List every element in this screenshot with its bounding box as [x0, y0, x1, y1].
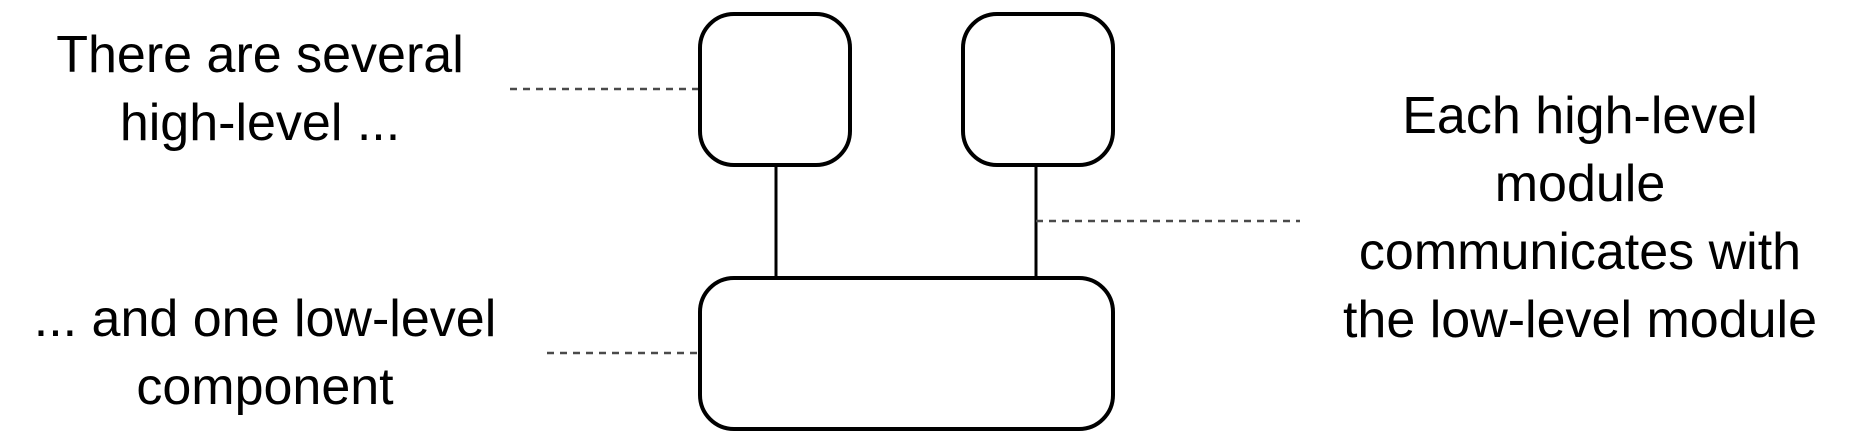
high-level-module-right: [961, 12, 1115, 167]
high-level-module-left: [698, 12, 852, 167]
annotation-communicates-line4: the low-level module: [1342, 291, 1818, 349]
annotation-high-level: There are several high-level ...: [20, 21, 500, 157]
annotation-communicates: Each high-level module communicates with…: [1300, 82, 1860, 354]
annotation-high-level-line1: There are several: [56, 26, 464, 84]
annotation-communicates-line3: communicates with: [1358, 223, 1802, 281]
annotation-communicates-line1: Each high-level: [1402, 87, 1758, 145]
annotation-low-level: ... and one low-level component: [0, 285, 530, 421]
low-level-module: [698, 276, 1115, 431]
annotation-communicates-line2: module: [1494, 155, 1666, 213]
annotation-low-level-line2: component: [136, 358, 394, 416]
annotation-high-level-line2: high-level ...: [119, 94, 401, 152]
annotation-low-level-line1: ... and one low-level: [33, 290, 497, 348]
